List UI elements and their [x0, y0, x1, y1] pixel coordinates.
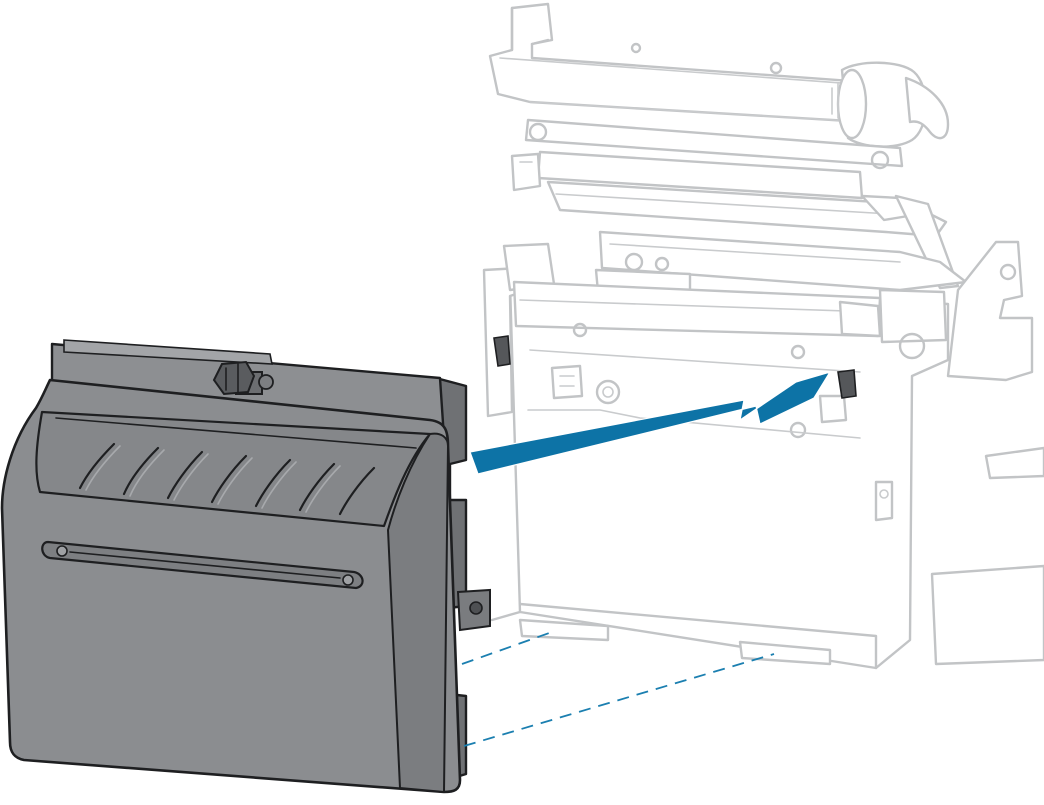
mounting-latch-right: [837, 369, 857, 399]
cutter-module-icon: [0, 339, 491, 794]
platen-area: [594, 230, 968, 298]
side-frame-right: [930, 240, 1044, 666]
direction-arrow-icon: [469, 371, 831, 475]
printer-mechanism-icon: [482, 2, 1044, 670]
media-exit-slot: [41, 540, 364, 590]
vent-slots: [78, 442, 376, 516]
mounting-latch-left: [493, 335, 511, 367]
printhead-assembly: [488, 2, 960, 290]
adjustment-knob: [212, 360, 274, 396]
alignment-guide-icon: [461, 631, 775, 747]
